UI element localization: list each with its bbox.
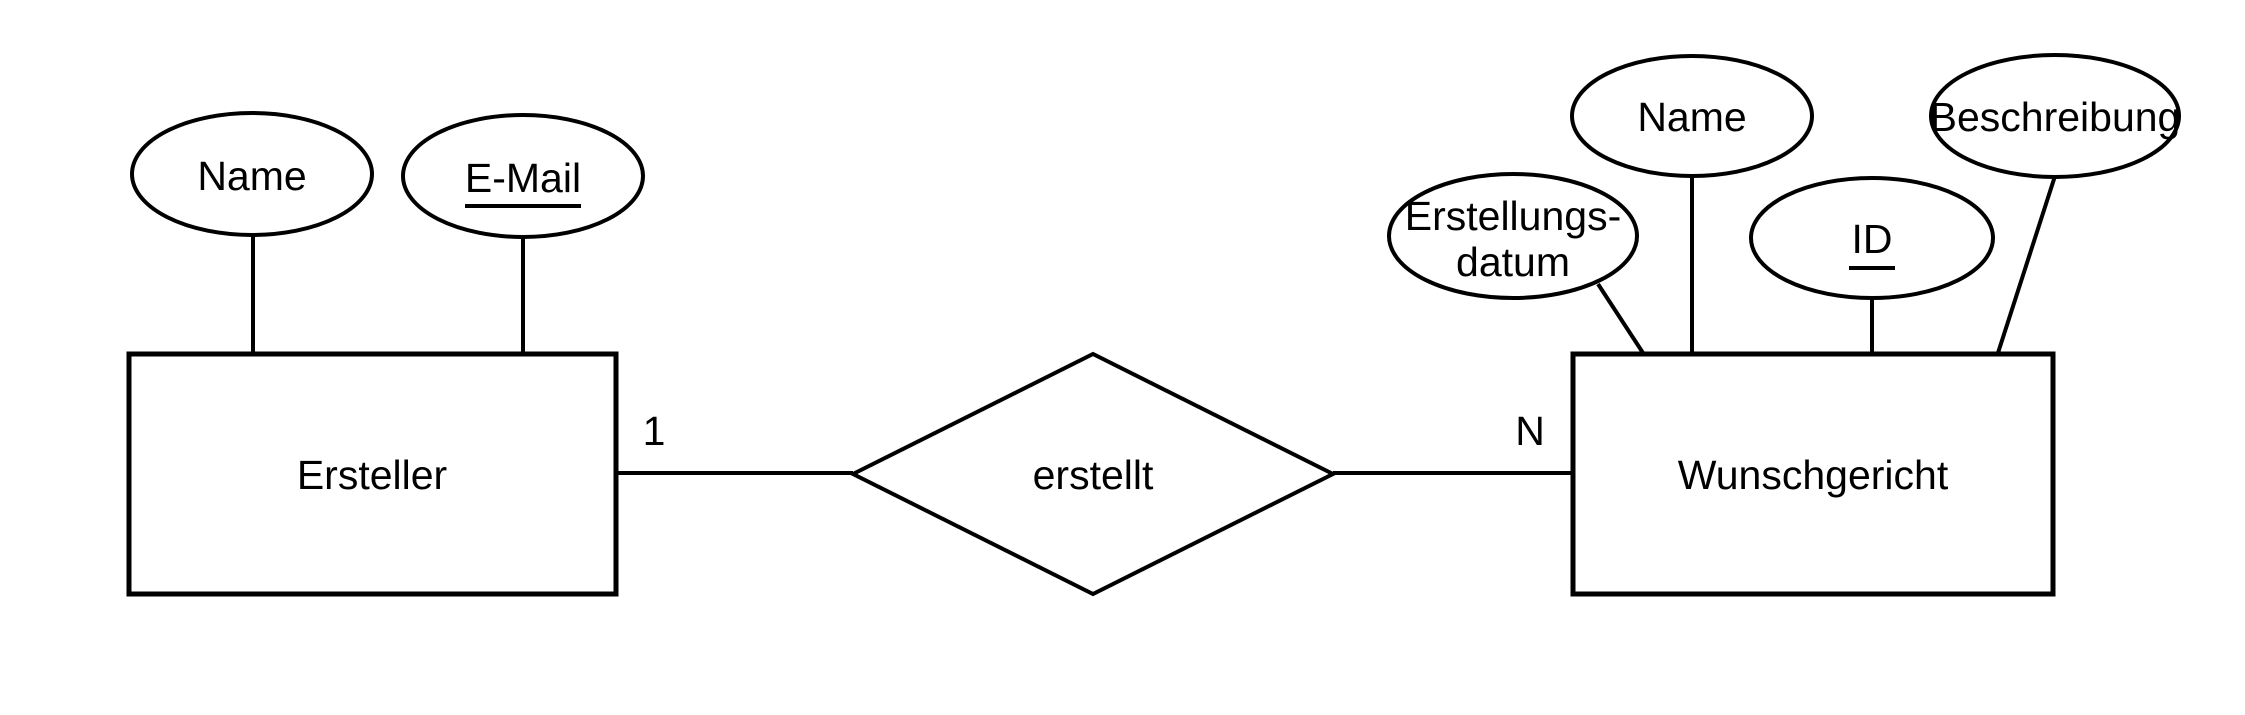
attribute-email: E-Mail <box>401 113 645 239</box>
attribute-name-right-label: Name <box>1637 94 1746 140</box>
attribute-id-label: ID <box>1852 216 1893 262</box>
cardinality-right-label: N <box>1515 408 1545 454</box>
connector-beschreibung-to-wunschgericht <box>1995 175 2057 357</box>
relationship-erstellt-label: erstellt <box>1033 452 1154 498</box>
relationship-erstellt: erstellt <box>848 351 1338 597</box>
attribute-email-label: E-Mail <box>465 155 581 201</box>
relationship-erstellt-diamond <box>848 351 1338 597</box>
attribute-erstellungsdatum-label-line2: datum <box>1456 239 1570 285</box>
entity-ersteller-rect <box>126 351 619 597</box>
attribute-erstellungsdatum-label: Erstellungs-datum <box>1405 193 1621 285</box>
connector-erstellungsdatum-to-wunschgericht <box>1596 282 1647 358</box>
attribute-name-left: Name <box>130 111 374 237</box>
attribute-name-right: Name <box>1570 54 1814 178</box>
attribute-erstellungsdatum: Erstellungs-datum <box>1387 172 1639 300</box>
attribute-beschreibung: Beschreibung <box>1929 53 2181 179</box>
attribute-name-left-label: Name <box>197 153 306 199</box>
attribute-id-ellipse <box>1749 176 1995 300</box>
attribute-erstellungsdatum-ellipse <box>1387 172 1639 300</box>
attribute-email-ellipse <box>401 113 645 239</box>
entity-wunschgericht-rect <box>1570 351 2056 597</box>
entity-wunschgericht: Wunschgericht <box>1570 351 2056 597</box>
attribute-name-left-ellipse <box>130 111 374 237</box>
cardinality-left-label: 1 <box>643 408 666 454</box>
entity-wunschgericht-label: Wunschgericht <box>1678 452 1949 498</box>
attribute-erstellungsdatum-label-line1: Erstellungs- <box>1405 193 1621 239</box>
entity-ersteller: Ersteller <box>126 351 619 597</box>
attribute-beschreibung-label: Beschreibung <box>1930 94 2181 140</box>
attribute-name-right-ellipse <box>1570 54 1814 178</box>
attribute-beschreibung-ellipse <box>1929 53 2181 179</box>
attribute-id: ID <box>1749 176 1995 300</box>
entity-ersteller-label: Ersteller <box>297 452 447 498</box>
